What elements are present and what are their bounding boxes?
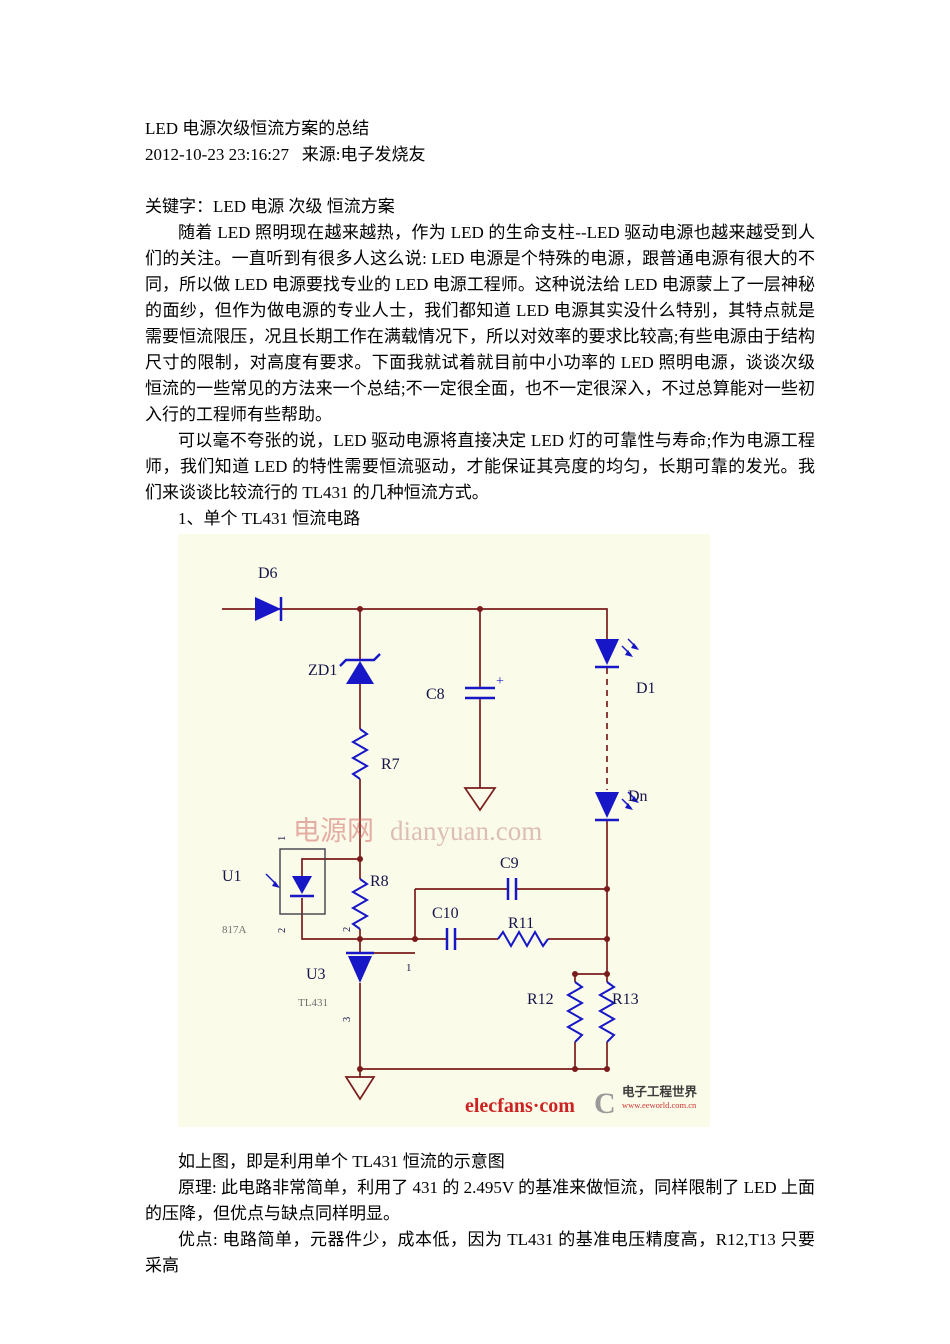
ground-icon bbox=[344, 1076, 376, 1101]
article-title: LED 电源次级恒流方案的总结 bbox=[145, 119, 370, 138]
circuit-diagram-figure: D6 ZD1 C8 + D1 Dn R7 R8 U1 817A C9 C10 R… bbox=[178, 534, 710, 1127]
circuit-wires bbox=[222, 608, 608, 1077]
watermark-brand: 电源网 bbox=[293, 816, 374, 846]
label-dn: Dn bbox=[628, 788, 648, 805]
label-c10: C10 bbox=[432, 905, 459, 922]
label-u1: U1 bbox=[222, 868, 242, 885]
watermark-domain: dianyuan.com bbox=[390, 816, 542, 846]
diode-d6-icon bbox=[255, 597, 281, 621]
ground-icon bbox=[463, 787, 497, 812]
tl431-u3-icon bbox=[348, 956, 372, 983]
led-dn-icon bbox=[595, 792, 619, 818]
label-r8: R8 bbox=[370, 873, 389, 890]
resistor-r13-icon bbox=[597, 981, 617, 1043]
label-c8-plus: + bbox=[496, 674, 504, 689]
label-r11: R11 bbox=[508, 915, 534, 932]
watermark: 电源网 dianyuan.com bbox=[293, 816, 542, 846]
label-u3-pin3: 3 bbox=[342, 1017, 353, 1022]
component-labels: D6 ZD1 C8 + D1 Dn R7 R8 U1 817A C9 C10 R… bbox=[222, 565, 656, 1022]
label-u1-pin1: 1 bbox=[277, 836, 288, 841]
circuit-components bbox=[255, 597, 639, 1043]
circuit-schematic: D6 ZD1 C8 + D1 Dn R7 R8 U1 817A C9 C10 R… bbox=[222, 565, 698, 1120]
led-d1-icon bbox=[595, 639, 619, 665]
label-d1: D1 bbox=[636, 680, 656, 697]
section-heading: 1、单个 TL431 恒流电路 bbox=[178, 509, 361, 528]
blank-line bbox=[145, 168, 815, 194]
document-page: LED 电源次级恒流方案的总结 2012-10-23 23:16:27 来源:电… bbox=[145, 119, 816, 1275]
resistor-r12-icon bbox=[565, 981, 585, 1043]
keywords-line: 关键字：LED 电源 次级 恒流方案 bbox=[145, 197, 395, 216]
eeworld-logo-icon: C bbox=[594, 1087, 616, 1120]
label-u3-pin2: 2 bbox=[342, 927, 353, 932]
resistor-r11-icon bbox=[497, 929, 549, 949]
optocoupler-u1-box bbox=[279, 848, 326, 915]
label-zd1: ZD1 bbox=[308, 662, 337, 679]
junction-dots bbox=[357, 606, 610, 1072]
article-meta: 2012-10-23 23:16:27 来源:电子发烧友 bbox=[145, 145, 426, 164]
label-u1-pin2: 2 bbox=[277, 928, 288, 933]
label-c8: C8 bbox=[426, 686, 445, 703]
label-u3-part: TL431 bbox=[298, 997, 328, 1009]
body-paragraph-2: 可以毫不夸张的说，LED 驱动电源将直接决定 LED 灯的可靠性与寿命;作为电源… bbox=[145, 431, 816, 502]
label-u3: U3 bbox=[306, 966, 326, 983]
ground-symbols bbox=[344, 787, 497, 1101]
figure-branding: elecfans·com C 电子工程世界 www.eeworld.com.cn bbox=[465, 1084, 698, 1120]
label-u3-pin1: 1 bbox=[406, 962, 412, 974]
advantage-paragraph: 优点: 电路简单，元器件少，成本低，因为 TL431 的基准电压精度高，R12,… bbox=[145, 1230, 815, 1275]
eeworld-logo-url: www.eeworld.com.cn bbox=[622, 1100, 697, 1110]
label-c9: C9 bbox=[500, 855, 519, 872]
figure-caption: 如上图，即是利用单个 TL431 恒流的示意图 bbox=[178, 1152, 505, 1171]
elecfans-logo: elecfans·com bbox=[465, 1095, 575, 1117]
resistor-r7-icon bbox=[350, 728, 370, 780]
resistor-r8-icon bbox=[350, 878, 370, 930]
zener-zd1-icon bbox=[346, 661, 374, 684]
label-r13: R13 bbox=[612, 991, 639, 1008]
label-r7: R7 bbox=[381, 756, 400, 773]
label-d6: D6 bbox=[258, 565, 278, 582]
principle-paragraph: 原理: 此电路非常简单，利用了 431 的 2.495V 的基准来做恒流，同样限… bbox=[145, 1178, 815, 1223]
body-paragraph-1: 随着 LED 照明现在越来越热，作为 LED 的生命支柱--LED 驱动电源也越… bbox=[145, 223, 815, 424]
eeworld-logo-name: 电子工程世界 bbox=[622, 1084, 698, 1099]
label-u1-part: 817A bbox=[222, 924, 247, 936]
opto-led-icon bbox=[292, 876, 312, 894]
label-r12: R12 bbox=[527, 991, 554, 1008]
